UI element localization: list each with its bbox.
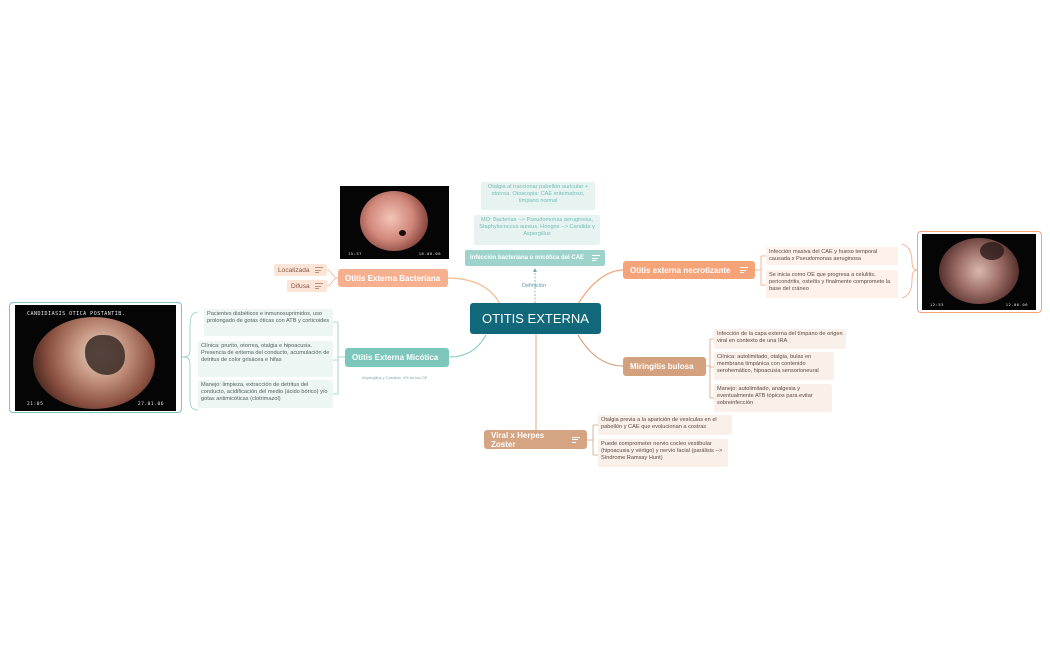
central-topic[interactable]: OTITIS EXTERNA [470, 303, 601, 334]
zoster-topic[interactable]: Viral x Herpes Zoster [484, 430, 587, 449]
necrotizante-note-2[interactable]: Se inicia como OE que progresa a celulit… [766, 270, 898, 298]
micotica-subnote: Aspergillus y Candida. 4% de las OE [362, 375, 428, 380]
micotica-topic[interactable]: Otitis Externa Micótica [345, 348, 449, 367]
notes-icon [740, 267, 748, 273]
micotica-note-1[interactable]: Pacientes diabéticos e inmunosuprimidos,… [204, 309, 333, 336]
zoster-note-1[interactable]: Otalgia previa a la aparición de vesícul… [598, 415, 732, 435]
micotica-photo-frame [9, 302, 182, 413]
micotica-otoscopy-photo: CANDIDIASIS OTICA POSTANTIB. 21:05 27.01… [15, 305, 176, 411]
necrotizante-otoscopy-photo: 12:53 12.06.06 [922, 234, 1036, 310]
bacteriana-child-difusa[interactable]: Difusa [287, 280, 327, 292]
miringitis-note-2[interactable]: Clínica: autolimitado, otalgia, bulas en… [714, 352, 834, 380]
notes-icon [592, 255, 600, 261]
notes-icon [315, 283, 323, 289]
notes-icon [572, 436, 580, 443]
miringitis-topic[interactable]: Miringitis bulosa [623, 357, 706, 376]
bacteriana-otoscopy-photo: 15:57 16.06.06 [340, 186, 449, 259]
definition-relation-label: Definición [522, 283, 547, 289]
bacteriana-topic[interactable]: Otitis Externa Bacteriana [338, 269, 448, 287]
micotica-note-2[interactable]: Clínica: prurito, otorrea, otalgia e hip… [198, 341, 333, 377]
definition-note-1[interactable]: Otalgia al traccionar pabellón auricular… [481, 182, 595, 210]
micotica-note-3[interactable]: Manejo: limpieza, extracción de detritus… [198, 380, 333, 408]
definition-note-2[interactable]: MO: Bacterias --> Pseudomonas aeruginosa… [474, 215, 600, 245]
necrotizante-topic[interactable]: Otitis externa necrotizante [623, 261, 755, 279]
miringitis-note-3[interactable]: Manejo: autolimitado, analgesia y eventu… [714, 384, 832, 412]
notes-icon [315, 267, 323, 273]
zoster-note-2[interactable]: Puede comprometer nervio cocleo vestibul… [598, 439, 728, 467]
necrotizante-photo-frame [917, 231, 1042, 313]
bacteriana-child-localizada[interactable]: Localizada [274, 264, 327, 276]
miringitis-note-1[interactable]: Infección de la capa externa del tímpano… [714, 329, 846, 349]
necrotizante-note-1[interactable]: Infección masiva del CAE y hueso tempora… [766, 247, 898, 265]
definition-topic[interactable]: Infección bacteriana o micótica del CAE [465, 250, 605, 266]
